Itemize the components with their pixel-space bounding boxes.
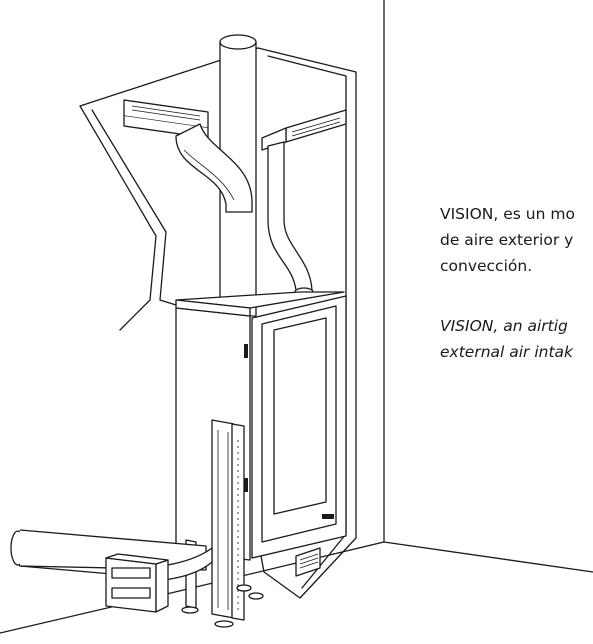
- adjustable-support-legs: [181, 419, 264, 628]
- caption-english: VISION, an airtig external air intak: [440, 313, 573, 365]
- lower-vent-grille: [295, 547, 321, 577]
- air-intake-grille-box: [105, 553, 169, 613]
- right-convection-duct: [267, 141, 314, 297]
- left-convection-duct: [175, 123, 253, 213]
- upper-right-vent-grille: [261, 109, 347, 151]
- caption-spanish-line-3: convección.: [440, 257, 533, 275]
- caption-spanish-line-1: VISION, es un mo: [440, 205, 575, 223]
- fireplace-glass-door: [251, 295, 347, 559]
- caption-english-line-2: external air intak: [440, 343, 574, 361]
- caption-spanish-line-2: de aire exterior y: [440, 231, 574, 249]
- caption-english-line-1: VISION, an airtig: [440, 317, 568, 335]
- caption-spanish: VISION, es un mo de aire exterior y conv…: [440, 201, 575, 279]
